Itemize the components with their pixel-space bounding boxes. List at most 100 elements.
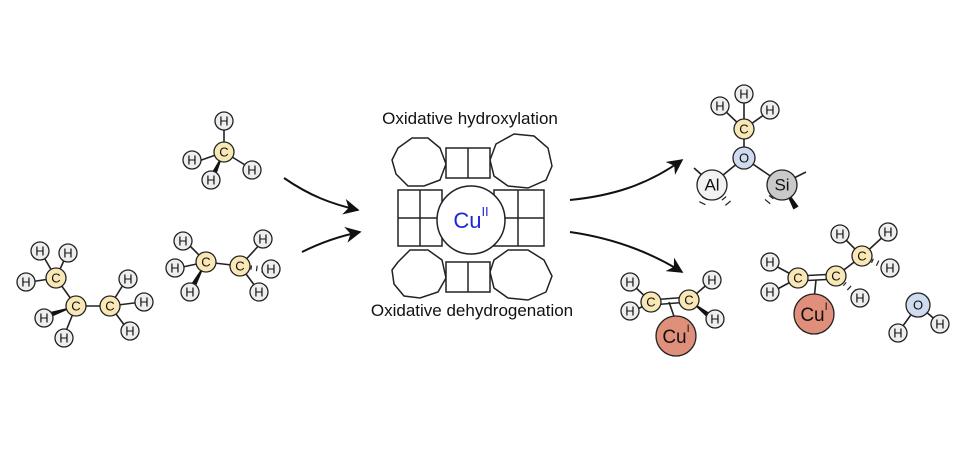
svg-text:C: C xyxy=(235,259,244,274)
hydrogen-atom: H xyxy=(734,84,754,104)
svg-text:H: H xyxy=(206,173,215,188)
center-copper-label: CuII xyxy=(453,204,488,233)
svg-text:H: H xyxy=(219,114,228,129)
hydrogen-atom: H xyxy=(54,328,74,348)
svg-text:H: H xyxy=(885,261,894,276)
hash-bond xyxy=(725,200,731,206)
svg-text:H: H xyxy=(254,285,263,300)
hydrogen-atom: H xyxy=(249,282,269,302)
svg-text:H: H xyxy=(125,324,134,339)
hydrogen-atom: H xyxy=(134,292,154,312)
svg-text:C: C xyxy=(219,145,228,160)
hydrogen-atom: H xyxy=(850,288,870,308)
bottom-caption: Oxidative dehydrogenation xyxy=(371,301,573,320)
hydrogen-atom: H xyxy=(705,309,725,329)
svg-text:H: H xyxy=(883,225,892,240)
hydrogen-atom: H xyxy=(878,222,898,242)
carbon-atom: C xyxy=(229,255,251,277)
hydrogen-atom: H xyxy=(34,308,54,328)
svg-text:H: H xyxy=(35,244,44,259)
arrow-dehydrogenation-out xyxy=(569,231,684,273)
hydrogen-atom: H xyxy=(214,111,234,131)
hydrogen-atom: H xyxy=(880,258,900,278)
svg-text:H: H xyxy=(765,285,774,300)
svg-text:H: H xyxy=(765,255,774,270)
copper-atom: CuI xyxy=(655,315,697,357)
svg-text:Al: Al xyxy=(704,176,719,195)
svg-text:O: O xyxy=(913,298,923,313)
center-metal-symbol: Cu xyxy=(453,208,481,233)
svg-text:H: H xyxy=(63,246,72,261)
silicon-atom: Si xyxy=(766,169,798,201)
hydrogen-atom: H xyxy=(180,282,200,302)
hydrogen-atom: H xyxy=(760,282,780,302)
svg-text:H: H xyxy=(625,275,634,290)
svg-text:H: H xyxy=(625,304,634,319)
carbon-atom: C xyxy=(640,291,662,313)
oxygen-atom: O xyxy=(905,292,931,318)
carbon-atom: C xyxy=(678,289,700,311)
copper-atom: CuI xyxy=(793,293,835,335)
hash-bond xyxy=(842,281,847,287)
hydrogen-atom: H xyxy=(30,241,50,261)
hydrogen-atom: H xyxy=(165,258,185,278)
hydrogen-atom: H xyxy=(888,323,908,343)
svg-text:C: C xyxy=(857,249,866,264)
hydrogen-atom: H xyxy=(242,160,262,180)
svg-text:H: H xyxy=(187,153,196,168)
hydrogen-atom: H xyxy=(830,224,850,244)
hash-bond xyxy=(764,198,771,205)
svg-text:O: O xyxy=(739,151,749,166)
hash-bond xyxy=(255,265,258,272)
svg-text:H: H xyxy=(139,295,148,310)
svg-text:H: H xyxy=(893,326,902,341)
hash-bond xyxy=(870,258,874,264)
hydrogen-atom: H xyxy=(173,231,193,251)
carbon-atom: C xyxy=(195,251,217,273)
svg-text:H: H xyxy=(123,272,132,287)
svg-text:H: H xyxy=(710,312,719,327)
svg-text:C: C xyxy=(51,271,60,286)
svg-text:H: H xyxy=(258,232,267,247)
hydrogen-atom: H xyxy=(930,314,950,334)
svg-text:H: H xyxy=(59,331,68,346)
carbon-atom: C xyxy=(851,245,873,267)
hydrogen-atom: H xyxy=(702,270,722,290)
svg-text:C: C xyxy=(739,122,748,137)
arrow-ethane-in xyxy=(301,226,362,253)
hydrogen-atom: H xyxy=(261,259,281,279)
arrow-hydroxylation-out xyxy=(569,159,684,201)
hydrogen-atom: H xyxy=(253,229,273,249)
carbon-atom: C xyxy=(825,265,847,287)
hash-bond xyxy=(768,194,774,200)
carbon-atom: C xyxy=(99,295,121,317)
svg-text:H: H xyxy=(170,261,179,276)
carbon-atom: C xyxy=(65,295,87,317)
svg-text:H: H xyxy=(835,227,844,242)
hydrogen-atom: H xyxy=(182,150,202,170)
top-caption: Oxidative hydroxylation xyxy=(382,109,558,128)
hydrogen-atom: H xyxy=(620,272,640,292)
svg-text:H: H xyxy=(707,273,716,288)
svg-text:CuI: CuI xyxy=(800,301,827,326)
hash-bond xyxy=(846,285,852,291)
svg-text:H: H xyxy=(178,234,187,249)
hydrogen-atom: H xyxy=(16,272,36,292)
svg-text:H: H xyxy=(39,311,48,326)
zeolite-framework xyxy=(391,133,553,301)
hydrogen-atom: H xyxy=(120,321,140,341)
center-oxidation-state: II xyxy=(481,204,488,219)
svg-text:H: H xyxy=(247,163,256,178)
carbon-atom: C xyxy=(787,267,809,289)
arrow-methane-in xyxy=(283,177,360,215)
svg-text:Si: Si xyxy=(774,176,789,195)
svg-text:C: C xyxy=(646,295,655,310)
svg-text:H: H xyxy=(21,275,30,290)
hydrogen-atom: H xyxy=(201,170,221,190)
hydrogen-atom: H xyxy=(58,243,78,263)
hydrogen-atom: H xyxy=(760,252,780,272)
hash-bond xyxy=(875,260,880,266)
